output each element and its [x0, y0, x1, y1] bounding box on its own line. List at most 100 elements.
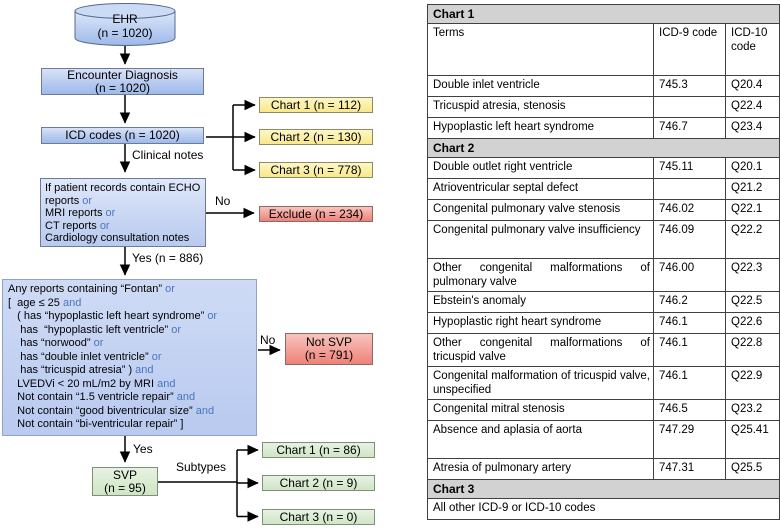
yes-886-label: Yes (n = 886): [132, 251, 204, 265]
logic-operator: or: [82, 194, 93, 207]
table-row: All other ICD-9 or ICD-10 codes: [427, 498, 780, 520]
icd9-cell: 745.3: [653, 75, 726, 97]
encounter-title: Encounter Diagnosis: [67, 67, 178, 82]
logic-operator: and: [135, 364, 154, 376]
records-criteria-text: If patient records contain ECHO reports …: [45, 182, 203, 245]
term-cell: Other congenital malformations of pulmon…: [427, 258, 654, 292]
icd10-cell: Q22.8: [725, 333, 780, 367]
criteria-line: Not contain “bi-ventricular repair” ]: [8, 418, 184, 430]
logic-operator: or: [105, 207, 116, 220]
icd9-cell: 746.00: [653, 258, 726, 292]
not-svp-title: Not SVP: [305, 335, 353, 349]
logic-operator: and: [62, 296, 82, 309]
icd10-cell: Q20.4: [725, 75, 780, 97]
term-cell: Congenital mitral stenosis: [427, 399, 654, 421]
icd10-cell: Q23.2: [725, 399, 780, 421]
criteria-line: has “hypoplastic left ventricle” or: [8, 323, 182, 336]
logic-operator: or: [171, 323, 182, 336]
clinical-notes-label: Clinical notes: [132, 148, 204, 162]
icd9-cell: 746.2: [653, 291, 726, 313]
term-cell: Double inlet ventricle: [427, 75, 654, 97]
icd9-cell: 746.5: [653, 399, 726, 421]
criteria-line: If patient records contain ECHO reports …: [45, 182, 204, 207]
term-cell: Double outlet right ventricle: [427, 157, 654, 179]
term-cell: Atresia of pulmonary artery: [427, 458, 654, 480]
term-cell: Hypoplastic left heart syndrome: [427, 117, 654, 139]
flowchart-panel: EHR (n = 1020) Encounter Diagnosis (n = …: [2, 3, 375, 525]
flowchart-arrows: [74, 3, 281, 522]
chart3-svp-node: Chart 3 (n = 0): [262, 509, 375, 525]
subtypes-label: Subtypes: [176, 460, 227, 474]
icd10-cell: Q25.41: [725, 420, 780, 459]
icd10-cell: Q22.4: [725, 96, 780, 118]
icd10-cell: Q22.6: [725, 312, 780, 334]
table-row: Atrioventricular septal defect Q21.2: [427, 178, 780, 200]
yes-svp-label: Yes: [133, 442, 153, 456]
encounter-count: (n = 1020): [94, 80, 151, 95]
criteria-line: Not contain “good biventricular size” an…: [8, 404, 215, 417]
criteria-line: MRI reports or: [45, 207, 116, 220]
icd9-column-header: ICD-9 code: [653, 23, 726, 76]
table-section-row: Chart 3: [427, 479, 780, 499]
exclude-node: Exclude (n = 234): [259, 206, 373, 222]
logic-operator: or: [151, 350, 162, 363]
criteria-line: Cardiology consultation notes: [45, 232, 190, 245]
criteria-line: has “norwood” or: [8, 337, 104, 349]
criteria-line: CT reports or: [45, 219, 110, 232]
no-exclude-label: No: [215, 194, 231, 208]
logic-operator: and: [195, 404, 215, 417]
table-section-row: Chart 1: [427, 4, 780, 24]
icd10-cell: Q22.5: [725, 291, 780, 313]
icd10-cell: Q22.1: [725, 199, 780, 221]
term-cell: Atrioventricular septal defect: [427, 178, 654, 200]
term-cell: Congenital pulmonary valve stenosis: [427, 199, 654, 221]
icd10-cell: Q22.2: [725, 220, 780, 259]
term-cell: Absence and aplasia of aorta: [427, 420, 654, 459]
icd9-cell: 746.1: [653, 366, 726, 400]
ehr-count: (n = 1020): [97, 26, 153, 40]
logic-operator: or: [207, 310, 218, 322]
logic-operator: or: [99, 219, 110, 232]
icd9-cell: 746.1: [653, 333, 726, 367]
criteria-line: ( has “hypoplastic left heart syndrome” …: [8, 310, 218, 322]
section-title: Chart 3: [427, 479, 780, 499]
section-title: Chart 1: [427, 4, 780, 24]
icd9-cell: [653, 96, 726, 118]
icd10-cell: Q20.1: [725, 157, 780, 179]
icd10-cell: Q22.9: [725, 366, 780, 400]
icd9-cell: 747.29: [653, 420, 726, 459]
icd10-cell: Q25.5: [725, 458, 780, 480]
table-section-row: Chart 2: [427, 138, 780, 158]
logic-operator: and: [157, 377, 176, 390]
table-row: Congenital malformation of tricuspid val…: [427, 366, 780, 400]
svp-count: (n = 95): [104, 480, 146, 495]
not-svp-node: Not SVP (n = 791): [285, 333, 373, 365]
logic-operator: and: [176, 391, 196, 403]
icd9-cell: 746.02: [653, 199, 726, 221]
svp-criteria-text: Any reports containing “Fontan” or[ age …: [8, 283, 217, 432]
icd-codes-node: ICD codes (n = 1020): [41, 127, 204, 144]
ehr-node: EHR (n = 1020): [75, 12, 175, 40]
chart1-svp-node: Chart 1 (n = 86): [262, 442, 375, 458]
records-criteria-node: If patient records contain ECHO reports …: [40, 178, 206, 247]
criteria-line: has “tricuspid atresia” ) and: [8, 364, 154, 376]
term-cell: Congenital pulmonary valve insufficiency: [427, 220, 654, 259]
logic-operator: or: [165, 283, 175, 295]
criteria-line: LVEDVi < 20 mL/m2 by MRI and: [8, 377, 176, 390]
icd10-cell: Q21.2: [725, 178, 780, 200]
term-cell: Ebstein's anomaly: [427, 291, 654, 313]
criteria-line: has “double inlet ventricle” or: [8, 350, 162, 363]
criteria-line: Not contain “1.5 ventricle repair” and: [8, 391, 196, 403]
